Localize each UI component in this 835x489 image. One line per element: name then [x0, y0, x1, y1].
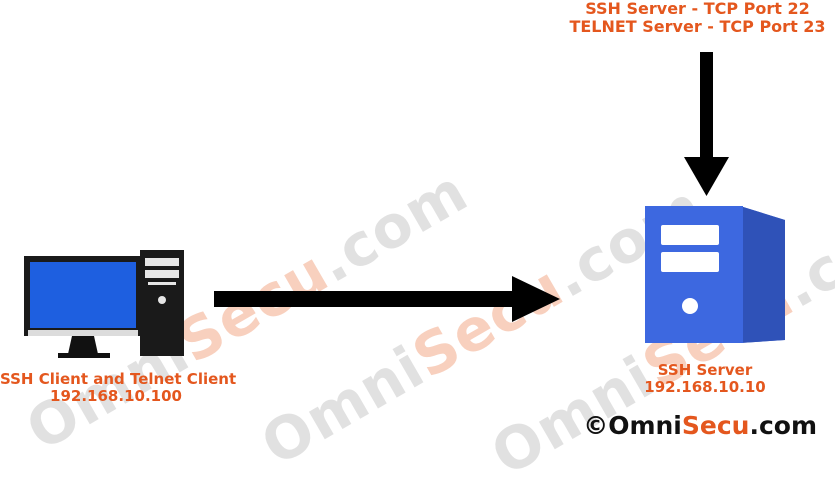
server-ip: 192.168.10.10 [644, 378, 766, 397]
network-diagram [24, 52, 785, 358]
down-arrow [684, 52, 729, 196]
client-labels: SSH Client and Telnet Client 192.168.10.… [0, 370, 237, 406]
client-label: SSH Client and Telnet Client [0, 370, 237, 388]
server-icon [645, 206, 785, 343]
connection-arrow [214, 276, 560, 322]
telnet-port-label: TELNET Server - TCP Port 23 [569, 17, 826, 37]
server-ports-labels: SSH Server - TCP Port 22 TELNET Server -… [560, 0, 835, 37]
server-labels: SSH Server 192.168.10.10 [620, 361, 790, 397]
copyright-notice: ©OmniSecu.com [583, 411, 817, 440]
client-computer-icon [24, 250, 184, 358]
server-label: SSH Server [657, 361, 753, 379]
client-ip: 192.168.10.100 [50, 387, 182, 406]
ssh-port-label: SSH Server - TCP Port 22 [585, 0, 810, 18]
copyright-symbol: © [583, 411, 609, 440]
